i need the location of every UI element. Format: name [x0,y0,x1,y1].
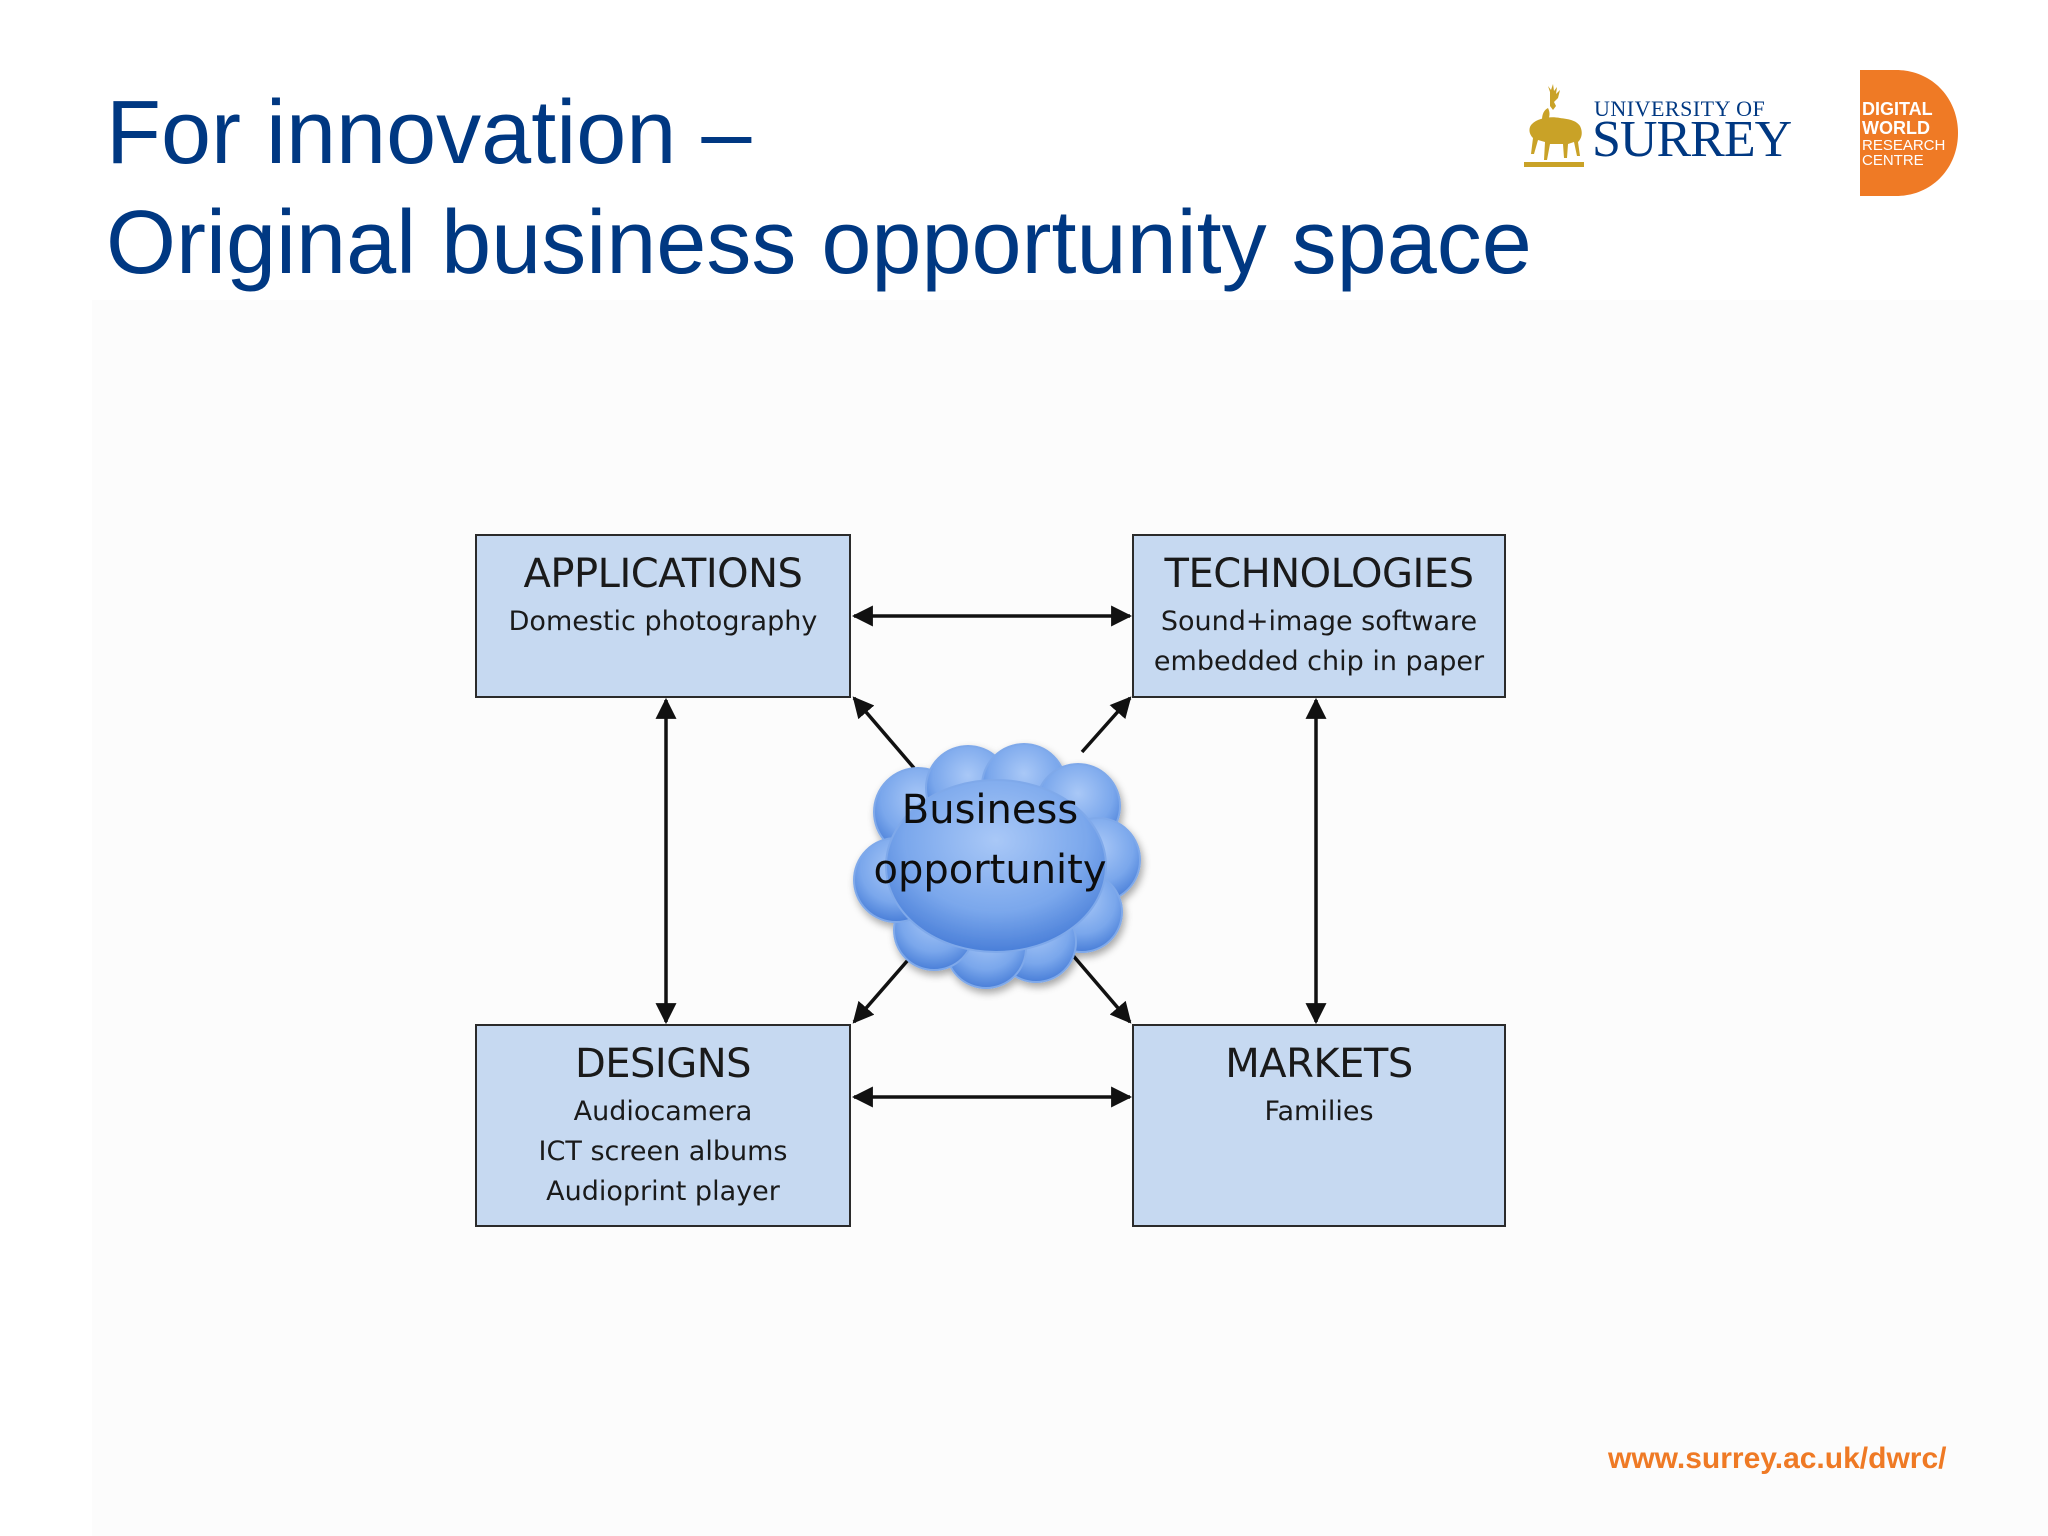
footer-url-link[interactable]: www.surrey.ac.uk/dwrc/ [1608,1442,1947,1475]
slide-title: For innovation – Original business oppor… [106,78,1532,298]
technologies-heading: TECHNOLOGIES [1164,551,1474,597]
cloud-label-line-2: opportunity [873,847,1107,893]
surrey-logo-line-1: UNIVERSITY OF [1594,96,1766,121]
cloud-label: Business opportunity [850,780,1130,900]
digital-world-research-centre-logo: DIGITAL WORLD RESEARCH CENTRE [1860,70,1958,196]
arrow-cloud-applications [852,696,916,770]
applications-box: APPLICATIONS Domestic photography [475,534,851,698]
slide-title-line-1: For innovation – [106,83,752,183]
cloud-label-line-1: Business [901,787,1079,833]
markets-item: Families [1264,1096,1374,1127]
dwrc-logo-text: DIGITAL WORLD RESEARCH CENTRE [1862,99,1946,169]
dwrc-logo-line-2: WORLD [1862,118,1930,138]
surrey-logo-line-2: SURREY [1592,111,1792,168]
dwrc-badge-shape [1860,70,1958,196]
applications-item: Domestic photography [508,606,818,637]
arrow-cloud-markets [1068,950,1132,1024]
technologies-box: TECHNOLOGIES Sound+image software embedd… [1132,534,1506,698]
technologies-item: Sound+image software [1160,606,1478,637]
designs-item: ICT screen albums [538,1136,788,1167]
arrow-cloud-technologies [1080,696,1132,754]
designs-heading: DESIGNS [574,1041,752,1087]
applications-heading: APPLICATIONS [523,551,803,597]
slide-title-line-2: Original business opportunity space [106,193,1532,293]
technologies-item: embedded chip in paper [1153,646,1485,677]
business-opportunity-cloud [853,743,1141,989]
dwrc-logo-line-3: RESEARCH [1862,137,1946,154]
designs-item: Audioprint player [546,1176,780,1207]
dwrc-logo-line-4: CENTRE [1862,152,1924,169]
designs-box: DESIGNS Audiocamera ICT screen albums Au… [475,1024,851,1227]
markets-box: MARKETS Families [1132,1024,1506,1227]
arrow-cloud-designs [852,958,910,1024]
designs-item: Audiocamera [573,1096,753,1127]
university-of-surrey-logo: UNIVERSITY OF SURREY [1520,84,1792,170]
stag-icon [1524,84,1584,167]
dwrc-logo-line-1: DIGITAL [1862,99,1933,119]
markets-heading: MARKETS [1225,1041,1413,1087]
